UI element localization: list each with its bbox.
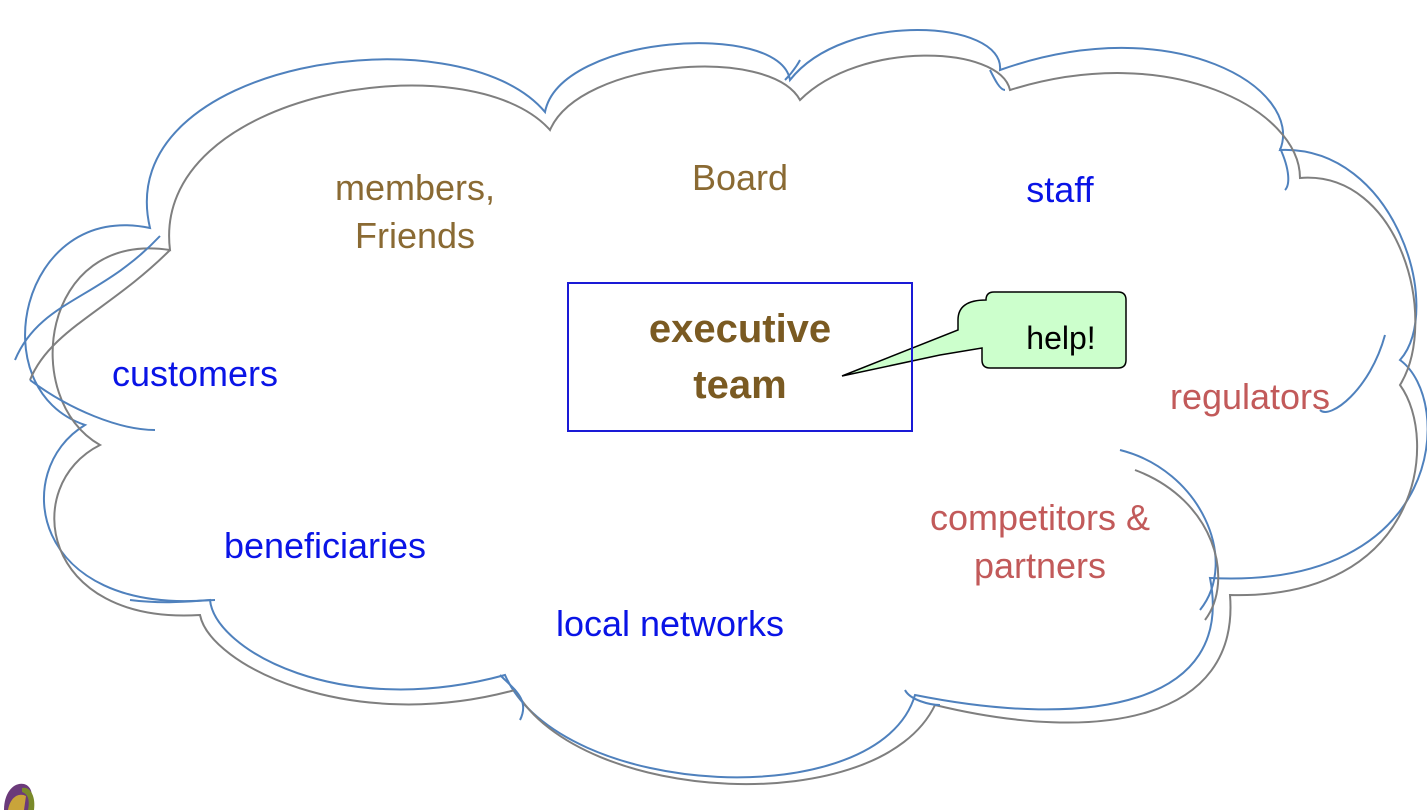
cloud-outline (24, 29, 1427, 779)
cloud-arc-3 (29, 379, 156, 431)
executive-team-label: executive team (648, 307, 832, 407)
cloud-arc-4 (129, 599, 216, 604)
cloud-arc-9 (1279, 147, 1290, 191)
label-competitors-partners: competitors & partners (929, 497, 1151, 586)
cloud-arc-7 (1134, 469, 1220, 621)
cloud-arc-5 (499, 674, 525, 721)
help-callout-text: help! (1026, 320, 1096, 356)
cloud-arc-10 (784, 59, 801, 81)
label-board: Board (691, 157, 789, 198)
cloud-arc-12 (904, 689, 941, 706)
label-regulators: regulators (1169, 376, 1331, 417)
cloud-arc-11 (989, 69, 1006, 91)
label-staff: staff (1026, 169, 1094, 210)
cloud-arc-1 (14, 235, 161, 361)
label-customers: customers (111, 353, 279, 394)
help-callout-bubble (841, 291, 1127, 377)
cloud-arc-2 (29, 249, 171, 381)
label-beneficiaries: beneficiaries (223, 525, 427, 566)
cloud-arc-6 (1119, 449, 1217, 611)
cloud-outline-inner (51, 54, 1419, 786)
label-local-networks: local networks (555, 603, 785, 644)
label-members-friends: members, Friends (334, 167, 496, 256)
executive-team-box: executive team (567, 282, 913, 432)
logo-icon (4, 783, 35, 810)
cloud-arc-8 (1319, 334, 1386, 413)
